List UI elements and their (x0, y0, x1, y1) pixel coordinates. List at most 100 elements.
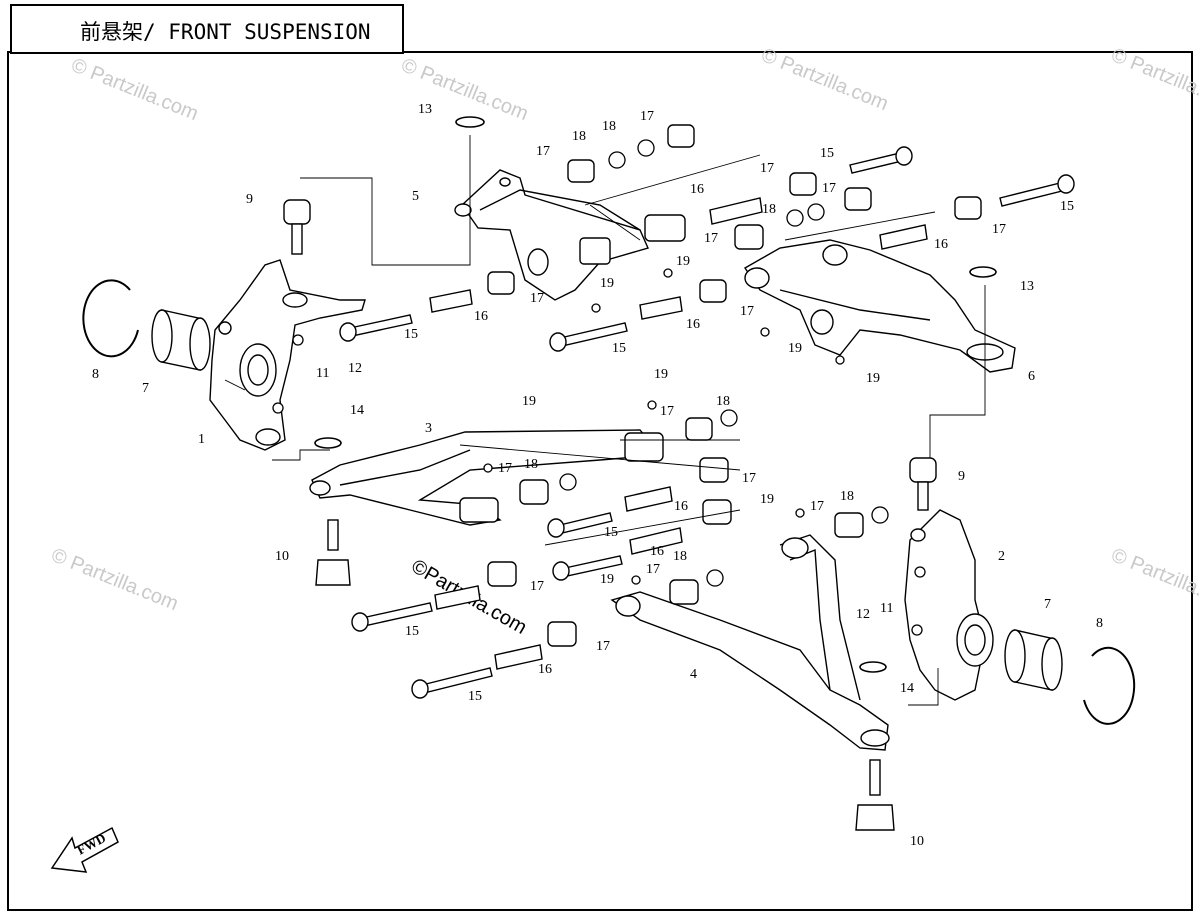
callout-17: 17 (536, 144, 550, 159)
callout-16: 16 (650, 544, 664, 559)
ball-joint-lower-left (315, 519, 351, 586)
callout-16: 16 (474, 309, 488, 324)
page-title: 前悬架/ FRONT SUSPENSION (80, 20, 371, 44)
callout-19: 19 (654, 367, 668, 382)
callout-18: 18 (602, 119, 616, 134)
callout-15: 15 (1060, 199, 1074, 214)
callout-17: 17 (660, 404, 674, 419)
callout-17: 17 (760, 161, 774, 176)
snap-ring-13-right (969, 266, 997, 278)
sleeves (429, 197, 928, 670)
callout-18: 18 (524, 457, 538, 472)
ball-joint-lower-right (855, 759, 895, 831)
callout-15: 15 (820, 146, 834, 161)
callout-18: 18 (762, 202, 776, 217)
callout-15: 15 (404, 327, 418, 342)
callout-18: 18 (840, 489, 854, 504)
watermark: © Partzilla.com (1108, 544, 1200, 615)
callout-12: 12 (348, 361, 362, 376)
callout-1: 1 (198, 432, 205, 447)
callout-16: 16 (690, 182, 704, 197)
fwd-arrow: FWD (50, 826, 119, 873)
hub-bearing-right (1004, 629, 1063, 691)
callout-11: 11 (316, 366, 329, 381)
callout-3: 3 (425, 421, 432, 436)
ball-joint-upper-left (283, 199, 311, 255)
watermark: © Partzilla.com (48, 544, 181, 615)
lower-arm-left (309, 429, 664, 526)
callout-19: 19 (866, 371, 880, 386)
callout-19: 19 (788, 341, 802, 356)
callout-4: 4 (690, 667, 697, 682)
callout-15: 15 (405, 624, 419, 639)
callout-18: 18 (673, 549, 687, 564)
diagram-border (7, 51, 1193, 911)
hub-bearing-left (151, 309, 211, 371)
callout-13: 13 (1020, 279, 1034, 294)
callout-8: 8 (92, 367, 99, 382)
callout-16: 16 (686, 317, 700, 332)
callout-17: 17 (530, 291, 544, 306)
snap-ring-14-left (314, 437, 342, 449)
callout-19: 19 (760, 492, 774, 507)
callout-19: 19 (600, 572, 614, 587)
snap-ring-13-left (455, 116, 485, 128)
callout-17: 17 (822, 181, 836, 196)
callout-17: 17 (742, 471, 756, 486)
callout-19: 19 (522, 394, 536, 409)
knuckle-right (904, 509, 994, 701)
knuckle-left (209, 259, 366, 451)
upper-arm-left (454, 169, 649, 301)
callout-17: 17 (596, 639, 610, 654)
callout-15: 15 (604, 525, 618, 540)
callout-10: 10 (275, 549, 289, 564)
callout-7: 7 (1044, 597, 1051, 612)
callout-6: 6 (1028, 369, 1035, 384)
leader-lines (224, 135, 986, 706)
callout-9: 9 (246, 192, 253, 207)
callout-8: 8 (1096, 616, 1103, 631)
ball-joint-upper-right (909, 457, 937, 511)
callout-16: 16 (674, 499, 688, 514)
callout-11: 11 (880, 601, 893, 616)
callout-7: 7 (142, 381, 149, 396)
callout-16: 16 (538, 662, 552, 677)
callout-15: 15 (612, 341, 626, 356)
callout-16: 16 (934, 237, 948, 252)
callout-5: 5 (412, 189, 419, 204)
circlip-left (82, 279, 139, 358)
bolts (339, 146, 1075, 699)
watermark: © Partzilla.com (1108, 44, 1200, 115)
title-box: 前悬架/ FRONT SUSPENSION (10, 4, 404, 54)
bushings (487, 124, 982, 647)
callout-15: 15 (468, 689, 482, 704)
callout-17: 17 (498, 461, 512, 476)
nuts (272, 139, 926, 636)
callout-19: 19 (600, 276, 614, 291)
callout-17: 17 (740, 304, 754, 319)
callout-9: 9 (958, 469, 965, 484)
watermark: © Partzilla.com (68, 54, 201, 125)
snap-ring-14-right (859, 661, 887, 673)
callout-17: 17 (992, 222, 1006, 237)
callout-layer: 1 2 3 4 5 6 7 7 8 8 9 9 10 10 11 11 12 1… (92, 102, 1103, 849)
callout-17: 17 (810, 499, 824, 514)
callout-19: 19 (676, 254, 690, 269)
circlip-right (1083, 646, 1136, 725)
callout-18: 18 (716, 394, 730, 409)
callout-2: 2 (998, 549, 1005, 564)
callout-10: 10 (910, 834, 924, 849)
callout-17: 17 (640, 109, 654, 124)
callout-18: 18 (572, 129, 586, 144)
upper-arm-right (743, 239, 1016, 373)
lower-arm-right (610, 534, 890, 751)
callout-13: 13 (418, 102, 432, 117)
callout-12: 12 (856, 607, 870, 622)
callout-17: 17 (704, 231, 718, 246)
callout-17: 17 (530, 579, 544, 594)
watermark: © Partzilla.com (758, 44, 891, 115)
callout-14: 14 (900, 681, 914, 696)
callout-14: 14 (350, 403, 364, 418)
